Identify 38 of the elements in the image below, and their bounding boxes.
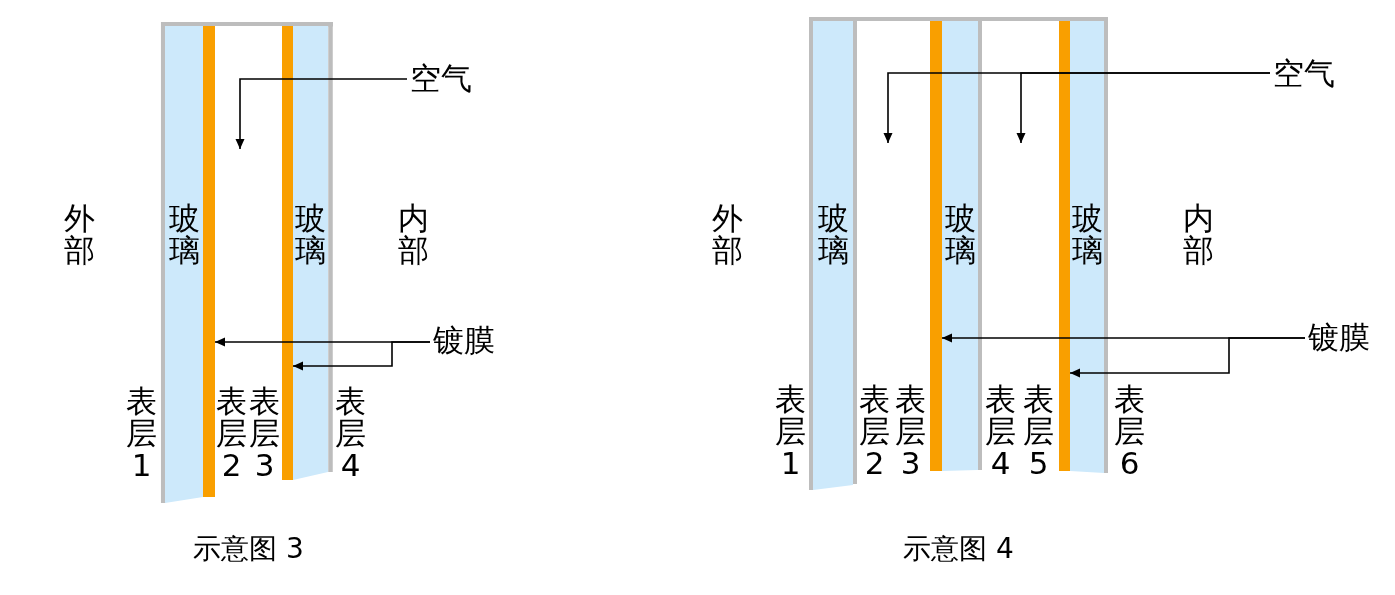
surface-label: 表层4: [335, 386, 366, 482]
side-label: 内部: [398, 203, 429, 267]
glass-label: 玻璃: [168, 203, 200, 267]
glass-pane: [1070, 21, 1104, 473]
glass-pane: [293, 26, 328, 480]
leader-arrow: [235, 78, 408, 150]
coating-strip: [1059, 21, 1070, 471]
surface-label: 表层6: [1114, 384, 1145, 480]
glass-label: 玻璃: [1071, 203, 1103, 267]
glass-pane: [165, 26, 203, 503]
leader-arrow: [292, 341, 431, 371]
coating-strip: [930, 21, 942, 471]
surface-label: 表层5: [1023, 384, 1054, 480]
coating-strip: [282, 26, 293, 480]
side-label: 内部: [1183, 203, 1214, 267]
callout-label: 空气: [410, 60, 472, 98]
leader-arrow: [1069, 337, 1306, 378]
surface-label: 表层3: [249, 386, 280, 482]
glass-label: 玻璃: [817, 203, 849, 267]
surface-label: 表层3: [895, 384, 926, 480]
figure-caption: 示意图 3: [193, 532, 304, 566]
glass-label: 玻璃: [295, 203, 326, 267]
glass-label: 玻璃: [944, 203, 976, 267]
surface-label: 表层4: [985, 384, 1016, 480]
figure-caption: 示意图 4: [903, 532, 1014, 566]
side-label: 外部: [64, 203, 95, 267]
callout-label: 空气: [1273, 55, 1335, 93]
surface-label: 表层2: [859, 384, 890, 480]
glass-pane: [813, 21, 853, 490]
leader-arrow: [1016, 72, 1271, 144]
side-label: 外部: [712, 203, 743, 267]
coating-strip: [203, 26, 215, 497]
surface-label: 表层1: [775, 384, 806, 480]
surface-label: 表层2: [216, 386, 247, 482]
surface-label: 表层1: [126, 386, 157, 482]
callout-label: 镀膜: [1308, 319, 1370, 357]
glass-pane: [942, 21, 978, 471]
callout-label: 镀膜: [433, 322, 495, 360]
